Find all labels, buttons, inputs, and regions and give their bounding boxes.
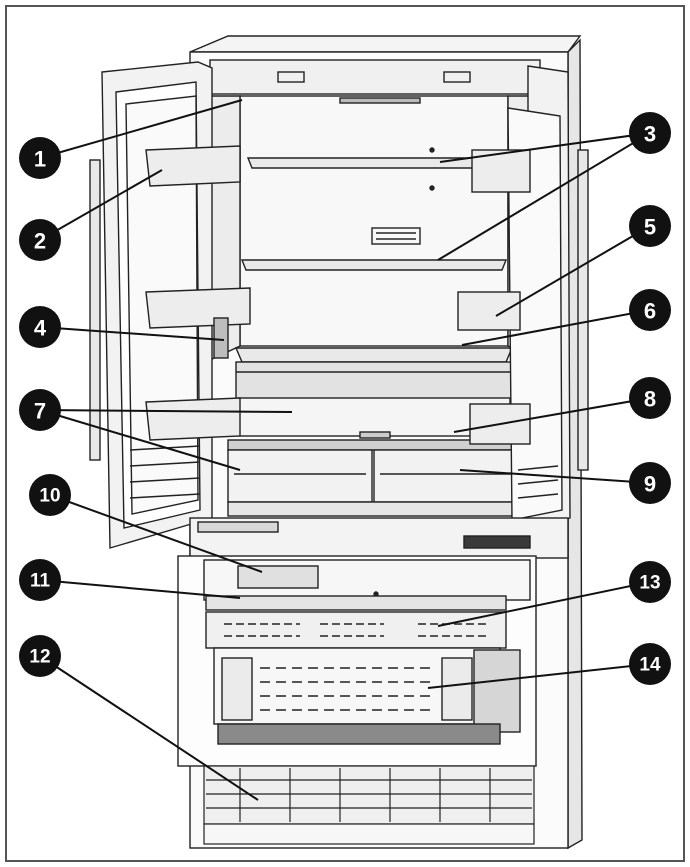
leader-line-7-2 xyxy=(39,409,241,471)
leader-lines xyxy=(39,99,651,801)
callout-3: 3 xyxy=(629,112,671,154)
left-door xyxy=(89,61,251,549)
callout-7: 7 xyxy=(19,389,61,431)
toe-kick-grille xyxy=(203,765,535,845)
callout-label-1: 1 xyxy=(34,147,46,172)
callout-circle-7 xyxy=(19,389,61,431)
callout-label-11: 11 xyxy=(30,571,51,592)
callout-label-10: 10 xyxy=(39,486,60,507)
callout-13: 13 xyxy=(629,561,671,603)
callout-2: 2 xyxy=(19,219,61,261)
callout-circle-13 xyxy=(629,561,671,603)
leader-line-2 xyxy=(39,169,163,241)
callout-circle-8 xyxy=(629,377,671,419)
center-trim xyxy=(189,517,569,559)
callout-circle-3 xyxy=(629,112,671,154)
callout-1: 1 xyxy=(19,137,61,179)
leader-line-14 xyxy=(427,663,651,689)
callout-label-2: 2 xyxy=(34,229,46,254)
callout-label-6: 6 xyxy=(644,299,656,324)
leader-line-12 xyxy=(39,655,259,801)
callout-11: 11 xyxy=(19,559,61,601)
callout-label-12: 12 xyxy=(29,647,50,668)
callout-label-7: 7 xyxy=(34,399,46,424)
leader-line-9 xyxy=(459,469,651,484)
callout-label-4: 4 xyxy=(34,316,47,341)
figure-border xyxy=(5,5,685,862)
callout-label-5: 5 xyxy=(644,215,656,240)
callout-label-9: 9 xyxy=(644,472,656,497)
leader-line-4 xyxy=(39,326,225,341)
leader-line-10 xyxy=(49,494,263,573)
leader-line-8 xyxy=(453,397,651,433)
callout-circle-5 xyxy=(629,205,671,247)
freezer-compartment xyxy=(177,555,537,767)
leader-line-11 xyxy=(39,579,241,599)
callout-14: 14 xyxy=(629,643,671,685)
leader-line-3-1 xyxy=(439,132,651,163)
callout-label-14: 14 xyxy=(639,655,661,676)
leader-line-7-1 xyxy=(39,409,293,413)
callout-circle-1 xyxy=(19,137,61,179)
callout-9: 9 xyxy=(629,462,671,504)
callout-circle-11 xyxy=(19,559,61,601)
callout-12: 12 xyxy=(19,635,61,677)
callout-circle-6 xyxy=(629,289,671,331)
callout-6: 6 xyxy=(629,289,671,331)
callout-8: 8 xyxy=(629,377,671,419)
leader-line-1 xyxy=(39,99,243,159)
callout-label-3: 3 xyxy=(644,122,656,147)
leader-line-13 xyxy=(437,581,651,627)
crisper-area xyxy=(227,361,519,517)
callout-5: 5 xyxy=(629,205,671,247)
leader-line-5 xyxy=(495,225,651,317)
callout-circle-10 xyxy=(29,474,71,516)
callout-circle-12 xyxy=(19,635,61,677)
callout-label-8: 8 xyxy=(644,387,656,412)
callout-4: 4 xyxy=(19,306,61,348)
callout-circle-9 xyxy=(629,462,671,504)
leader-line-3-2 xyxy=(437,132,651,261)
callout-circle-14 xyxy=(629,643,671,685)
callout-circle-4 xyxy=(19,306,61,348)
callout-10: 10 xyxy=(29,474,71,516)
leader-line-6 xyxy=(461,309,651,346)
callout-label-13: 13 xyxy=(639,573,660,594)
callout-circle-2 xyxy=(19,219,61,261)
